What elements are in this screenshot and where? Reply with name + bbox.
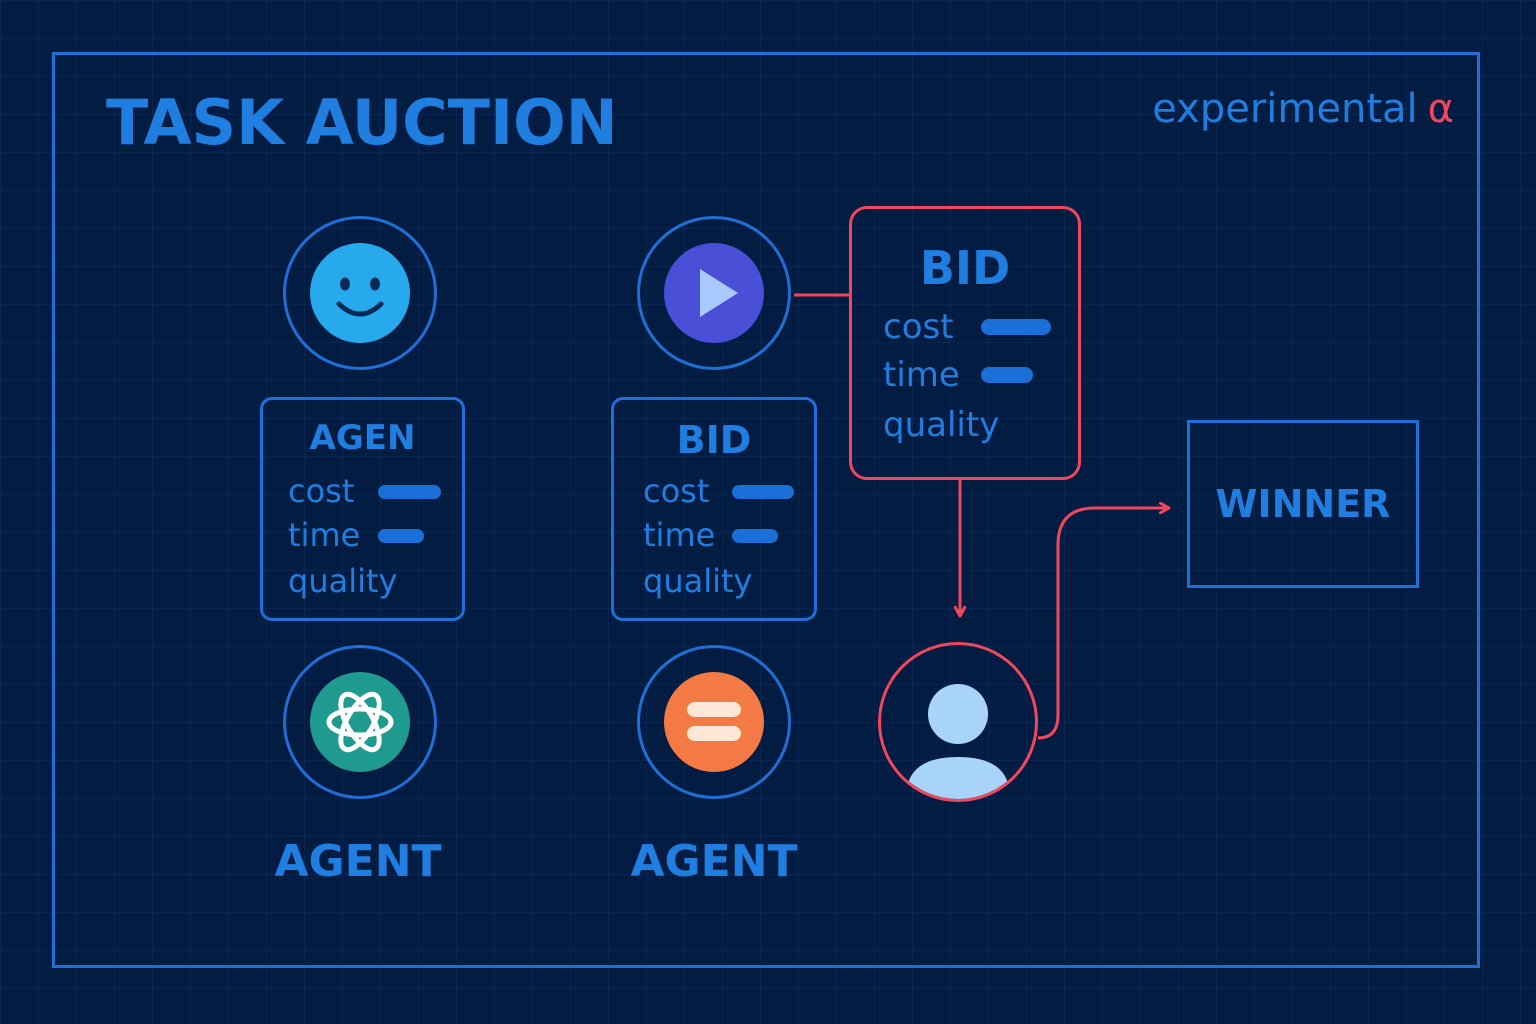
agent-avatar-openai[interactable] — [283, 645, 437, 799]
winning-bid-card[interactable]: BID cost time quality — [849, 206, 1081, 480]
user-avatar[interactable] — [878, 642, 1038, 802]
bid-card[interactable]: BID cost time quality — [611, 397, 817, 621]
time-bar — [378, 529, 424, 543]
alpha-symbol: α — [1427, 86, 1454, 132]
winner-label: WINNER — [1215, 482, 1391, 526]
user-avatar-icon — [907, 684, 1009, 799]
quality-label: quality — [288, 562, 398, 600]
quality-label: quality — [643, 562, 753, 600]
smiley-face-icon — [310, 243, 410, 343]
winner-box[interactable]: WINNER — [1187, 420, 1419, 588]
time-label: time — [883, 355, 960, 395]
agent-avatar-play[interactable] — [637, 216, 791, 370]
agent-avatar-smiley[interactable] — [283, 216, 437, 370]
agent-bid-card[interactable]: AGEN cost time quality — [260, 397, 465, 621]
time-bar — [981, 367, 1033, 383]
agent-label-right: AGENT — [630, 836, 798, 887]
cost-label: cost — [643, 472, 710, 510]
time-label: time — [288, 516, 361, 554]
card-title: BID — [919, 241, 1011, 295]
cost-label: cost — [883, 307, 954, 347]
time-bar — [732, 529, 778, 543]
cost-bar — [732, 485, 794, 499]
equals-icon — [664, 672, 764, 772]
cost-label: cost — [288, 472, 355, 510]
play-icon — [664, 243, 764, 343]
quality-label: quality — [883, 405, 1000, 445]
card-title: BID — [676, 418, 752, 462]
user-to-winner-arrow — [1037, 508, 1168, 740]
tag-text: experimental — [1152, 86, 1418, 132]
card-title: AGEN — [309, 418, 416, 458]
page-title: TASK AUCTION — [106, 86, 618, 159]
agent-avatar-equals[interactable] — [637, 645, 791, 799]
diagram-frame — [52, 52, 1480, 968]
cost-bar — [981, 319, 1051, 335]
cost-bar — [378, 485, 441, 499]
openai-knot-icon — [310, 672, 410, 772]
time-label: time — [643, 516, 716, 554]
agent-label-left: AGENT — [274, 836, 442, 887]
